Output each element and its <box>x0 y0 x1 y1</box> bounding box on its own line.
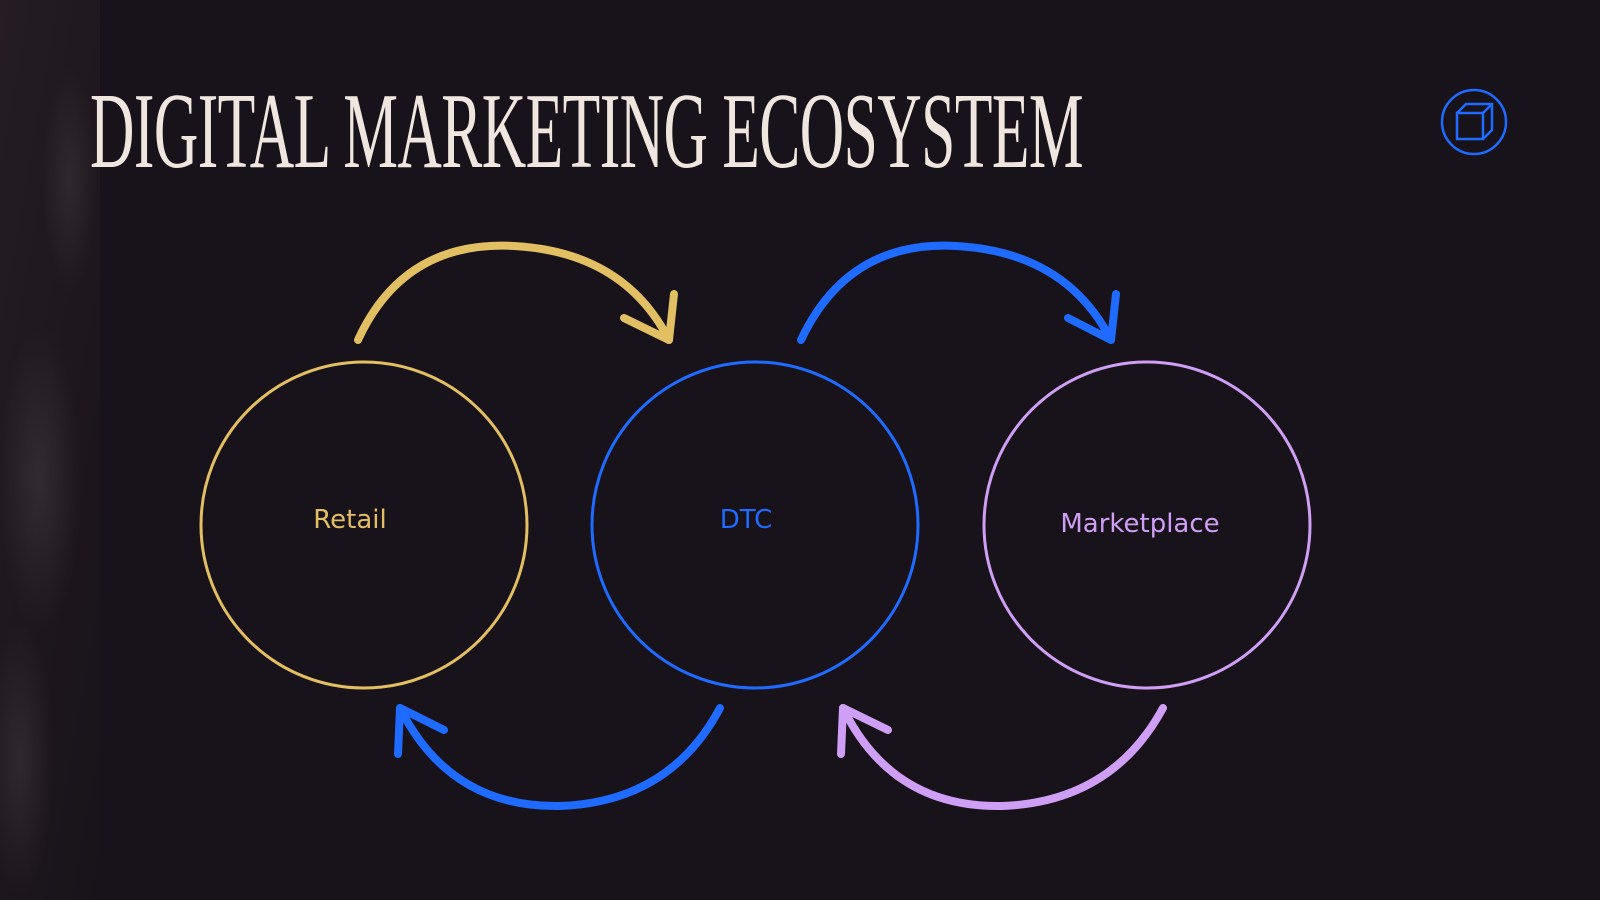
node-marketplace: Marketplace <box>982 360 1312 690</box>
node-retail-label: Retail <box>313 505 386 535</box>
cube-in-circle-icon <box>1440 88 1508 156</box>
arrow-dtc-to-marketplace <box>797 241 1120 344</box>
page-title: DIGITAL MARKETING ECOSYSTEM <box>90 72 1084 191</box>
node-dtc-circle <box>590 360 920 690</box>
node-marketplace-label: Marketplace <box>1060 509 1219 539</box>
node-dtc-label: DTC <box>720 505 773 535</box>
arrow-marketplace-to-dtc <box>837 704 1167 811</box>
node-retail-circle <box>199 360 529 690</box>
node-dtc: DTC <box>590 360 920 690</box>
arrow-retail-to-dtc <box>354 241 678 344</box>
node-marketplace-circle <box>982 360 1312 690</box>
decorative-texture-strip <box>0 0 100 900</box>
node-retail: Retail <box>199 360 529 690</box>
arrow-dtc-to-retail <box>394 704 724 811</box>
